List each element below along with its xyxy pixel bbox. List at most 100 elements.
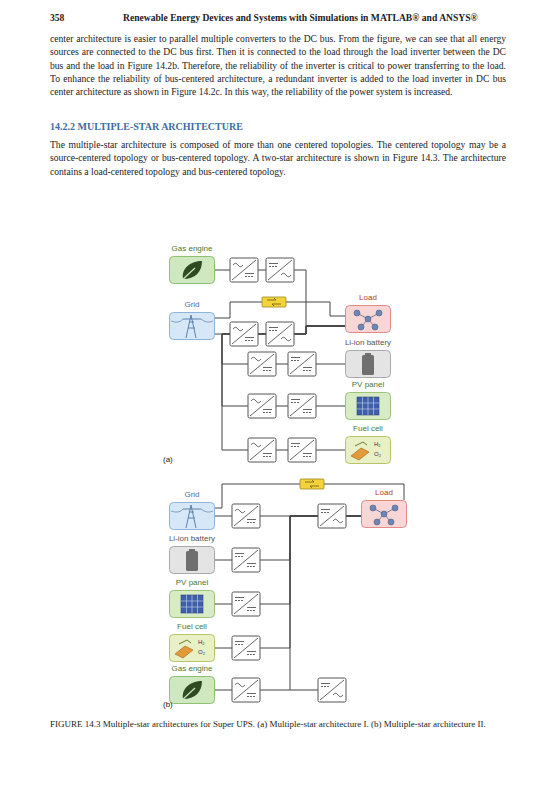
load-dot <box>376 310 382 316</box>
converter-box <box>232 504 260 528</box>
converter-box <box>232 592 260 616</box>
grid-node: Grid <box>169 312 215 340</box>
icon-frame <box>346 393 391 420</box>
dc-symbol <box>247 610 256 611</box>
dc-symbol <box>321 509 330 510</box>
dc-symbol <box>247 651 256 652</box>
dc-symbol <box>263 367 272 368</box>
wire-connector <box>222 326 345 450</box>
dc-symbol <box>235 644 244 645</box>
load-dot <box>365 316 371 322</box>
dc-symbol <box>247 563 256 564</box>
ac-symbol <box>235 683 245 687</box>
dc-symbol <box>235 553 244 554</box>
grid-icon <box>169 312 215 340</box>
ac-symbol <box>251 357 261 361</box>
gas-label: H₂ <box>198 639 205 646</box>
load-dot <box>354 310 360 316</box>
wire-connector <box>215 516 361 648</box>
converter-diagonal <box>232 260 256 280</box>
running-head: Renewable Energy Devices and Systems wit… <box>123 12 478 23</box>
fuel-cell-body <box>351 448 369 460</box>
gas-node: Gas engine <box>169 256 215 284</box>
converter-diagonal <box>234 594 258 614</box>
converter-box <box>248 394 276 418</box>
dc-symbol <box>321 683 330 684</box>
icon-frame <box>170 503 215 530</box>
fc-icon <box>345 436 391 464</box>
icon-frame <box>346 437 391 464</box>
load-dot <box>374 519 380 525</box>
load-dot <box>381 511 387 517</box>
converter-box <box>232 636 260 660</box>
gas-icon <box>169 676 215 704</box>
dc-symbol <box>303 412 312 413</box>
dc-symbol <box>291 402 300 403</box>
dc-symbol <box>245 276 254 277</box>
ac-symbol <box>333 519 343 523</box>
leaf-vein <box>181 688 195 701</box>
dc-symbol <box>245 340 254 341</box>
converter-box <box>232 548 260 572</box>
converter-box <box>230 322 258 346</box>
converter-symbol <box>266 322 294 346</box>
icon-frame <box>170 635 215 662</box>
icon-frame <box>170 313 215 340</box>
wire-connector <box>215 326 345 334</box>
converter-diagonal <box>320 506 344 526</box>
gas-label: H₂ <box>374 441 381 448</box>
dc-symbol <box>235 600 244 601</box>
pv-icon <box>169 590 215 618</box>
wire-connector <box>222 326 345 406</box>
load-dot <box>372 324 378 330</box>
converter-box <box>288 352 316 376</box>
converter-box <box>248 438 276 462</box>
converter-box <box>230 258 258 282</box>
dc-symbol <box>269 266 278 267</box>
node-label: Load <box>375 488 393 497</box>
converter-symbol <box>232 548 260 572</box>
dc-symbol <box>303 453 312 454</box>
icon-frame <box>346 351 391 378</box>
figure-caption: FIGURE 14.3 Multiple-star architectures … <box>50 718 506 730</box>
dc-symbol <box>247 607 256 608</box>
converter-symbol <box>248 394 276 418</box>
power-line <box>171 509 213 512</box>
converter-symbol <box>248 438 276 462</box>
dc-symbol <box>263 409 272 410</box>
dc-symbol <box>269 263 278 264</box>
dc-symbol <box>247 696 256 697</box>
dc-symbol <box>291 399 300 400</box>
converter-diagonal <box>234 550 258 570</box>
converter-symbol <box>232 678 260 702</box>
wire-connector <box>215 516 361 690</box>
fuel-cell-pipe <box>179 640 191 644</box>
wire-connector <box>215 270 345 326</box>
converter-symbol <box>318 504 346 528</box>
converter-diagonal <box>320 680 344 700</box>
node-label: Fuel cell <box>353 424 383 433</box>
wire-connector <box>222 326 345 364</box>
gas-label: O₂ <box>374 451 381 458</box>
pv-node: PV panel <box>169 590 215 618</box>
fc-node: Fuel cellH₂O₂ <box>345 436 391 464</box>
panel-label: (b) <box>163 700 173 709</box>
node-label: PV panel <box>176 578 208 587</box>
dc-symbol <box>303 370 312 371</box>
converter-symbol <box>266 258 294 282</box>
grid-icon <box>169 502 215 530</box>
tower <box>183 505 201 528</box>
icon-frame <box>170 257 215 284</box>
dc-symbol <box>263 370 272 371</box>
icon-frame <box>362 501 407 528</box>
pv-icon <box>345 392 391 420</box>
leaf-vein <box>181 268 195 281</box>
converter-symbol <box>230 258 258 282</box>
switch-box <box>262 297 286 307</box>
gas-label: O₂ <box>198 649 205 656</box>
fuel-cell-body <box>175 646 193 658</box>
converter-symbol <box>288 352 316 376</box>
converter-symbol <box>318 678 346 702</box>
converter-box <box>318 678 346 702</box>
pv-grid <box>181 595 203 613</box>
